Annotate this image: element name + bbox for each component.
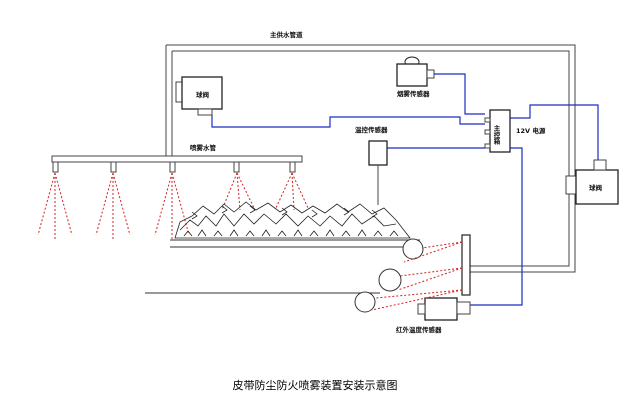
temp-sensor: 温控传感器 [355,125,388,205]
valve-label-right: 球阀 [589,183,603,192]
conveyor-belt [145,238,424,313]
smoke-sensor: 烟雾传感器 [396,56,435,98]
main-water-pipe-label: 主供水管道 [270,30,303,39]
ir-sensor-label: 红外温度传感器 [396,325,442,334]
side-emitter [371,234,471,311]
controller-label: 主控箱 [492,124,500,146]
coal-pile [174,201,411,239]
ir-temp-sensor: 红外温度传感器 [396,297,471,334]
power-label: 12V 电源 [516,126,546,135]
spray-water-pipe-label: 喷雾水管 [190,143,217,152]
spray-water-pipe [51,155,303,173]
spray-cones [37,172,309,240]
controller: 主控箱 12V 电源 [484,109,546,153]
valve-label-left: 球阀 [196,90,210,99]
diagram-caption: 皮带防尘防火喷雾装置安装示意图 [233,378,398,392]
right-valve: 球阀 [565,159,619,205]
left-valve: 球阀 [175,76,223,116]
smoke-sensor-label: 烟雾传感器 [397,89,430,98]
signal-wires [211,73,599,306]
temp-sensor-label: 温控传感器 [355,125,388,134]
